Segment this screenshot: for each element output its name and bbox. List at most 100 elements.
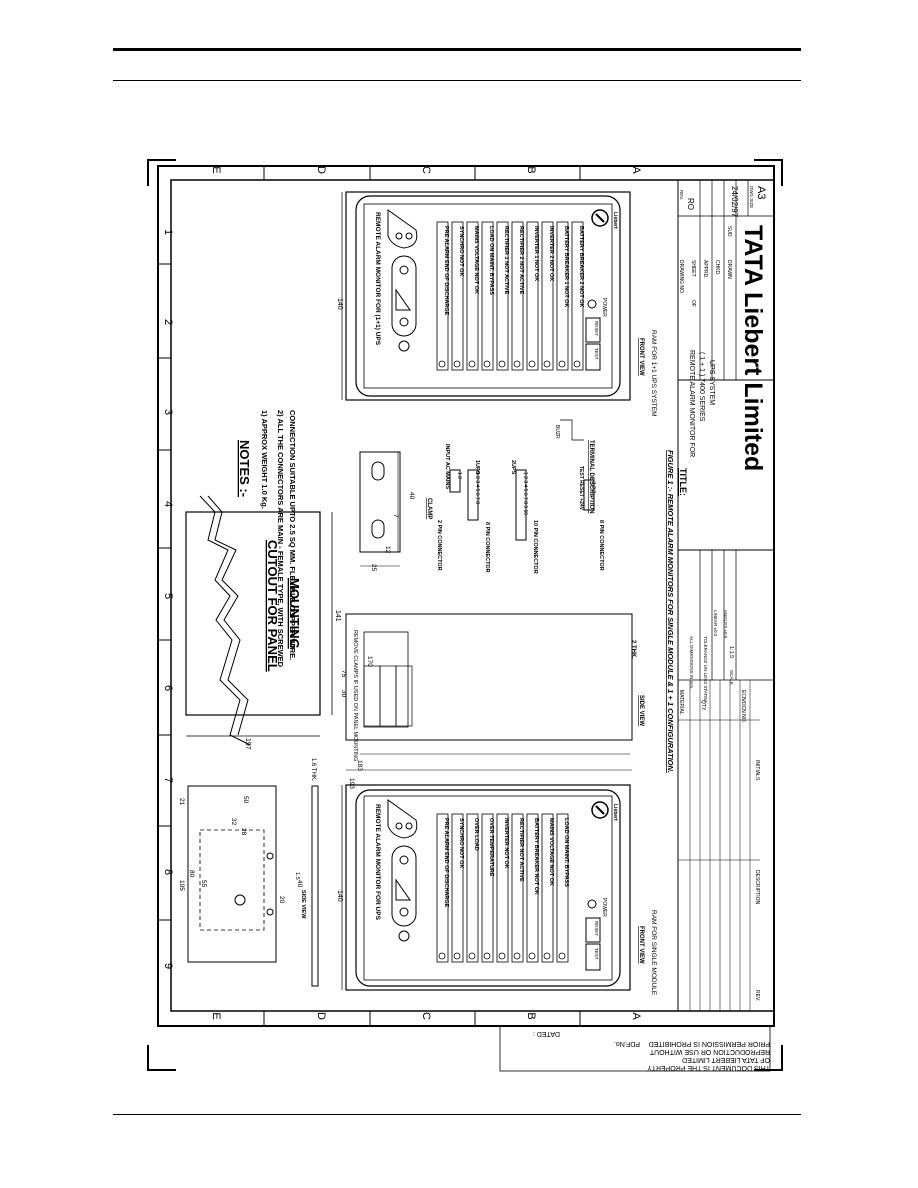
side-view-dim: 170	[366, 656, 373, 667]
liebert-logo: Liebert	[591, 209, 618, 229]
side-view-label: SIDE VIEW	[638, 695, 644, 726]
power-indicator	[587, 899, 597, 909]
side-view-dim: 193	[348, 778, 355, 789]
cutout-title-2: MOUNTING	[287, 578, 302, 649]
panel-single-title: REMOTE ALARM MONITOR FOR UPS	[374, 804, 381, 921]
bracket-dim: 28	[240, 828, 247, 836]
side-view-dim: 75	[340, 670, 347, 678]
panel-1plus1: REMOTE ALARM MONITOR FOR (1+1) UPS PRE A…	[336, 191, 657, 417]
title-label: TITLE:	[678, 468, 688, 496]
terminal-label: 1UPS	[474, 460, 480, 475]
notes-item-1: 1) APPROX WEIGHT 1.0 Kg.	[260, 410, 269, 509]
bracket-dim: 50	[242, 796, 249, 804]
side-view-thk: 2 THK.	[630, 640, 636, 659]
reset-button	[585, 317, 601, 343]
tolerance-text: ANGLES ±0.5	[723, 610, 728, 639]
grid-letter: E	[210, 166, 222, 173]
bracket-dim: 55	[200, 880, 207, 888]
rev-label: REV.	[754, 990, 760, 1001]
title-block	[677, 180, 774, 1011]
property-line: PRIOR PERMISSION IS PROHIBITED	[649, 1040, 770, 1047]
panel-1plus1-label: BATTERY BREAKER 1 NOT OK	[563, 226, 569, 308]
terminal-label: 2UPS	[510, 460, 516, 475]
sheet-crop-marks	[147, 159, 783, 1071]
panel-1plus1-label: SYNCHRO NOT OK	[458, 226, 464, 276]
logo-text: Liebert	[612, 804, 618, 821]
panel-1plus1-label: BATTERY BREAKER 2 NOT OK	[578, 226, 584, 308]
bracket-dim: 40	[296, 880, 303, 888]
field-label: DRAWN	[726, 260, 732, 279]
grid-letter: D	[315, 166, 327, 174]
terminal-pins: 1 2 3 4 5 6 7 8	[474, 472, 480, 504]
dated: DATED :	[533, 1030, 560, 1037]
grid-number: 9	[162, 963, 174, 969]
field-label: SUD.	[726, 226, 732, 238]
grid-letter: C	[420, 166, 432, 174]
figure-caption: FIGURE 1 :- REMOTE ALARM MONITORS FOR SI…	[666, 450, 675, 773]
clamp-detail: CLAMP 40 7 25 12	[359, 451, 432, 572]
company-name: TATA Liebert Limited	[739, 225, 767, 471]
property-line: REPRODUCTION OR USE WITHOUT	[649, 1048, 770, 1055]
clamp-dim: 40	[408, 492, 415, 500]
bracket-dim: 32	[230, 818, 237, 826]
footer-rule	[113, 1114, 801, 1115]
sheet-size: A3	[755, 186, 767, 199]
grid-number: 1	[162, 229, 174, 235]
panel-1plus1-label: INVERTER 1 NOT OK	[533, 226, 539, 281]
panel-single-label: PRE ALARM END OF DISCHARGE	[443, 818, 449, 908]
grid-letter: A	[630, 1012, 642, 1020]
rev-label: INITIALS	[754, 760, 760, 781]
panel-1plus1-label: PRE ALARM END OF DISCHARGE	[443, 226, 449, 316]
grid-letter: B	[525, 166, 537, 173]
panel-single-label: BATTERY BREAKER NOT OK	[533, 818, 539, 895]
bracket-dim: 105	[178, 880, 185, 891]
notes-item-2: 2) ALL THE CONNECTORS ARE MAIN - FEMALE …	[276, 410, 285, 668]
clamp-label: CLAMP	[426, 498, 432, 519]
reset-label: RESET	[594, 921, 599, 936]
rev-label: ECN/DCN NO.	[740, 690, 746, 723]
field-label: CHKD.	[714, 260, 720, 276]
panel-single-label: LOAD ON MAINT. BYPASS	[563, 818, 569, 887]
date: 24/02/97	[730, 186, 739, 218]
bracket-label: SIDE VIEW	[300, 890, 306, 919]
grid-number: 5	[162, 593, 174, 599]
panel-single-dim: 140	[336, 890, 343, 902]
panel-single-view: FRONT VIEW	[638, 926, 644, 964]
tolerance-text: LINEAR ±0.2	[713, 610, 718, 637]
property-line: OF TATA LIEBERT LIMITED	[682, 1056, 770, 1063]
test-button	[585, 343, 601, 371]
grid-numbers: 1 2 3 4 5 6 7 8 9	[162, 229, 174, 969]
field-label: DRAWING NO.	[678, 260, 684, 294]
power-label: POWER	[601, 298, 607, 317]
panel-single-caption: RAM FOR SINGLE MODULE	[650, 910, 657, 996]
tolerance-text: ALL DIMENSIONS IN mm.	[689, 636, 694, 689]
panel-single-label: OVER TEMPERATURE	[488, 818, 494, 877]
grid-number: 7	[162, 777, 174, 783]
field-label: DWG SIZE	[749, 186, 754, 208]
pdf-no: PDF.No.	[614, 1040, 640, 1047]
liebert-logo: Liebert	[591, 801, 618, 821]
field-label: SHEET	[690, 260, 696, 277]
terminal-title: TERMINAL DESCRIPTION	[588, 440, 594, 514]
terminal-description: TERMINAL DESCRIPTION INPUT AC MAINS 1UPS…	[436, 419, 604, 574]
grid-number: 8	[162, 869, 174, 875]
terminal-connector: 10 PIN CONNECTOR	[532, 520, 538, 574]
scale-value: 1:1.5	[728, 646, 734, 658]
cutout-dim-width: 141	[334, 610, 341, 622]
terminal-connector: 2 PIN CONNECTOR	[436, 520, 442, 571]
terminal-label: TEST RESET +24V	[578, 466, 584, 511]
cutout-dim-height: 197	[244, 738, 251, 750]
bracket-thk: 1.6 THK.	[310, 758, 316, 782]
logo-text: Liebert	[612, 212, 618, 229]
title-line: ( 1 + 1 ) 7400 SERIES	[698, 352, 705, 422]
property-note: THIS DOCUMENT IS THE PROPERTY OF TATA LI…	[499, 1025, 771, 1072]
grid-letter: B	[525, 1012, 537, 1019]
panel-1plus1-label: RECTIFIER 1 NOT ACTIVE	[503, 226, 509, 295]
inner-border	[170, 179, 775, 1012]
panel-1plus1-caption: RAM FOR 1+1 UPS SYSTEM	[650, 330, 657, 417]
reset-button	[585, 917, 601, 943]
grid-letter: E	[210, 1012, 222, 1019]
panel-1plus1-label: RECTIFIER 2 NOT ACTIVE	[518, 226, 524, 295]
grid-letter: C	[420, 1012, 432, 1020]
